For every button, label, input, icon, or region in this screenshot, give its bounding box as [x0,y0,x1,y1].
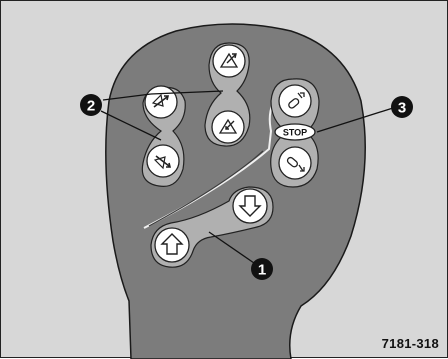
lumbar-in-icon [288,92,305,109]
fore-aft-up-icon [219,52,239,68]
leader-line-3 [316,107,394,133]
stop-button[interactable] [274,123,316,141]
leader-line-2b [100,110,162,141]
figure-id: 7181-318 [381,336,439,351]
callout-2-circle [80,94,102,116]
callout-1-label: 1 [258,262,266,279]
leader-line-2a [102,93,152,101]
callout-3-circle [391,96,413,118]
callout-3-label: 3 [398,100,406,117]
stop-label: STOP [283,128,307,138]
lumbar-out-button[interactable] [278,146,312,180]
fore-aft-down-icon [218,118,238,134]
body-groove-shadow [148,150,264,227]
tilt-up-icon [151,93,170,108]
leader-line-2c [150,90,224,95]
arrow-up-icon [160,233,184,255]
leader-line-1 [208,231,255,264]
lumbar-in-button[interactable] [278,84,312,118]
lumbar-out-icon [286,156,305,172]
callout-1-circle [251,258,273,280]
tilt-down-icon [153,155,172,170]
callout-2-label: 2 [87,98,95,115]
arrow-down-icon [238,195,262,217]
